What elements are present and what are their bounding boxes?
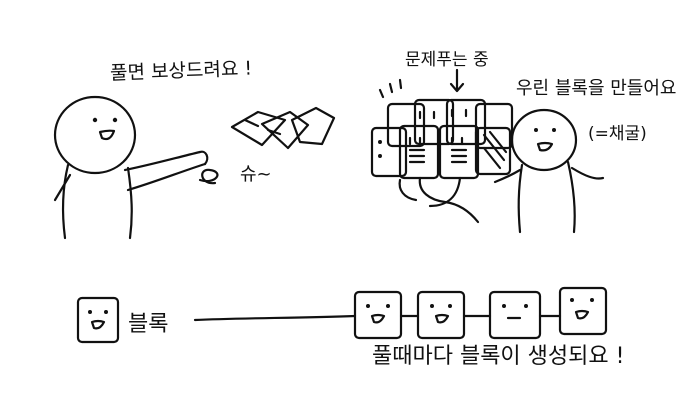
mining-note: (=채굴): [588, 124, 647, 144]
chain-block-4: [558, 286, 608, 336]
reward-speech: 풀면 보상드려요 !: [109, 57, 253, 85]
single-block-icon: [76, 296, 120, 344]
chain-block-3: [488, 290, 542, 340]
chain-block-1: [353, 290, 403, 340]
motion-marks: [378, 68, 465, 99]
chain-block-2: [416, 290, 466, 340]
solving-caption: 문제푸는 중: [405, 50, 489, 70]
toss-sound-text: 슈~: [240, 164, 272, 185]
reward-papers-icon: [230, 106, 336, 150]
reward-giver-figure: [53, 95, 219, 240]
generated-caption: 풀때마다 블록이 생성되요 !: [372, 344, 625, 369]
block-label: 블록: [128, 312, 169, 337]
chain-line: [193, 314, 357, 322]
miner-figure: [493, 108, 605, 234]
block-stack-group: [370, 98, 514, 224]
making-blocks-speech: 우린 블록을 만들어요: [516, 78, 677, 99]
